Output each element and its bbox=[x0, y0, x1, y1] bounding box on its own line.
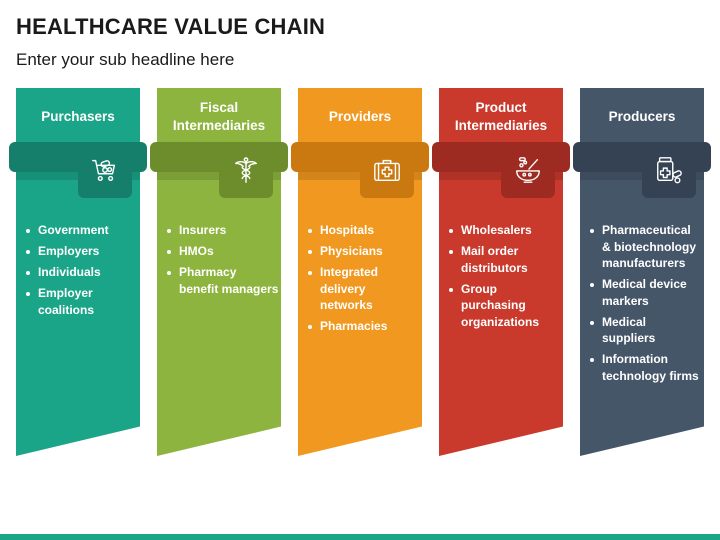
column-fiscal-intermediaries: Fiscal Intermediaries Insurers HMOs Phar… bbox=[150, 88, 288, 456]
column-header: Producers bbox=[608, 109, 676, 124]
first-aid-kit-icon bbox=[372, 155, 402, 190]
bottom-accent-bar bbox=[0, 534, 720, 540]
list-item: Pharmacy benefit managers bbox=[165, 264, 279, 297]
icon-tab bbox=[219, 146, 273, 198]
list-item: Medical device markers bbox=[588, 276, 702, 309]
icon-tab bbox=[501, 146, 555, 198]
list-item: Information technology firms bbox=[588, 351, 702, 384]
list-item: Pharmaceutical & biotechnology manufactu… bbox=[588, 222, 702, 272]
list-item: Pharmacies bbox=[306, 318, 420, 335]
column-items: Hospitals Physicians Integrated delivery… bbox=[306, 222, 420, 339]
column-header: Purchasers bbox=[41, 109, 115, 124]
list-item: Employers bbox=[24, 243, 138, 260]
mortar-pestle-icon bbox=[513, 155, 543, 190]
list-item: Government bbox=[24, 222, 138, 239]
column-items: Government Employers Individuals Employe… bbox=[24, 222, 138, 323]
column-producers: Producers Pharmaceutical & biotechnology… bbox=[573, 88, 711, 456]
list-item: Physicians bbox=[306, 243, 420, 260]
column-purchasers: Purchasers Government Employers Individu… bbox=[9, 88, 147, 456]
list-item: Wholesalers bbox=[447, 222, 561, 239]
icon-tab bbox=[642, 146, 696, 198]
column-items: Wholesalers Mail order distributors Grou… bbox=[447, 222, 561, 335]
list-item: Integrated delivery networks bbox=[306, 264, 420, 314]
list-item: Mail order distributors bbox=[447, 243, 561, 276]
list-item: HMOs bbox=[165, 243, 279, 260]
page-title: HEALTHCARE VALUE CHAIN bbox=[16, 14, 326, 39]
icon-tab bbox=[78, 146, 132, 198]
column-header: Providers bbox=[328, 109, 392, 124]
list-item: Individuals bbox=[24, 264, 138, 281]
column-header: Fiscal Intermediaries bbox=[172, 100, 266, 133]
list-item: Employer coalitions bbox=[24, 285, 138, 318]
column-header: Product Intermediaries bbox=[454, 100, 548, 133]
list-item: Insurers bbox=[165, 222, 279, 239]
caduceus-icon bbox=[231, 155, 261, 190]
page-subtitle: Enter your sub headline here bbox=[16, 50, 235, 69]
medicine-bottle-icon bbox=[654, 155, 684, 190]
list-item: Medical suppliers bbox=[588, 314, 702, 347]
list-item: Group purchasing organizations bbox=[447, 281, 561, 331]
list-item: Hospitals bbox=[306, 222, 420, 239]
column-providers: Providers Hospitals Physicians Integrate… bbox=[291, 88, 429, 456]
shopping-cart-pills-icon bbox=[90, 155, 120, 190]
column-items: Insurers HMOs Pharmacy benefit managers bbox=[165, 222, 279, 302]
column-items: Pharmaceutical & biotechnology manufactu… bbox=[588, 222, 702, 389]
column-product-intermediaries: Product Intermediaries Wholesalers Mail … bbox=[432, 88, 570, 456]
icon-tab bbox=[360, 146, 414, 198]
